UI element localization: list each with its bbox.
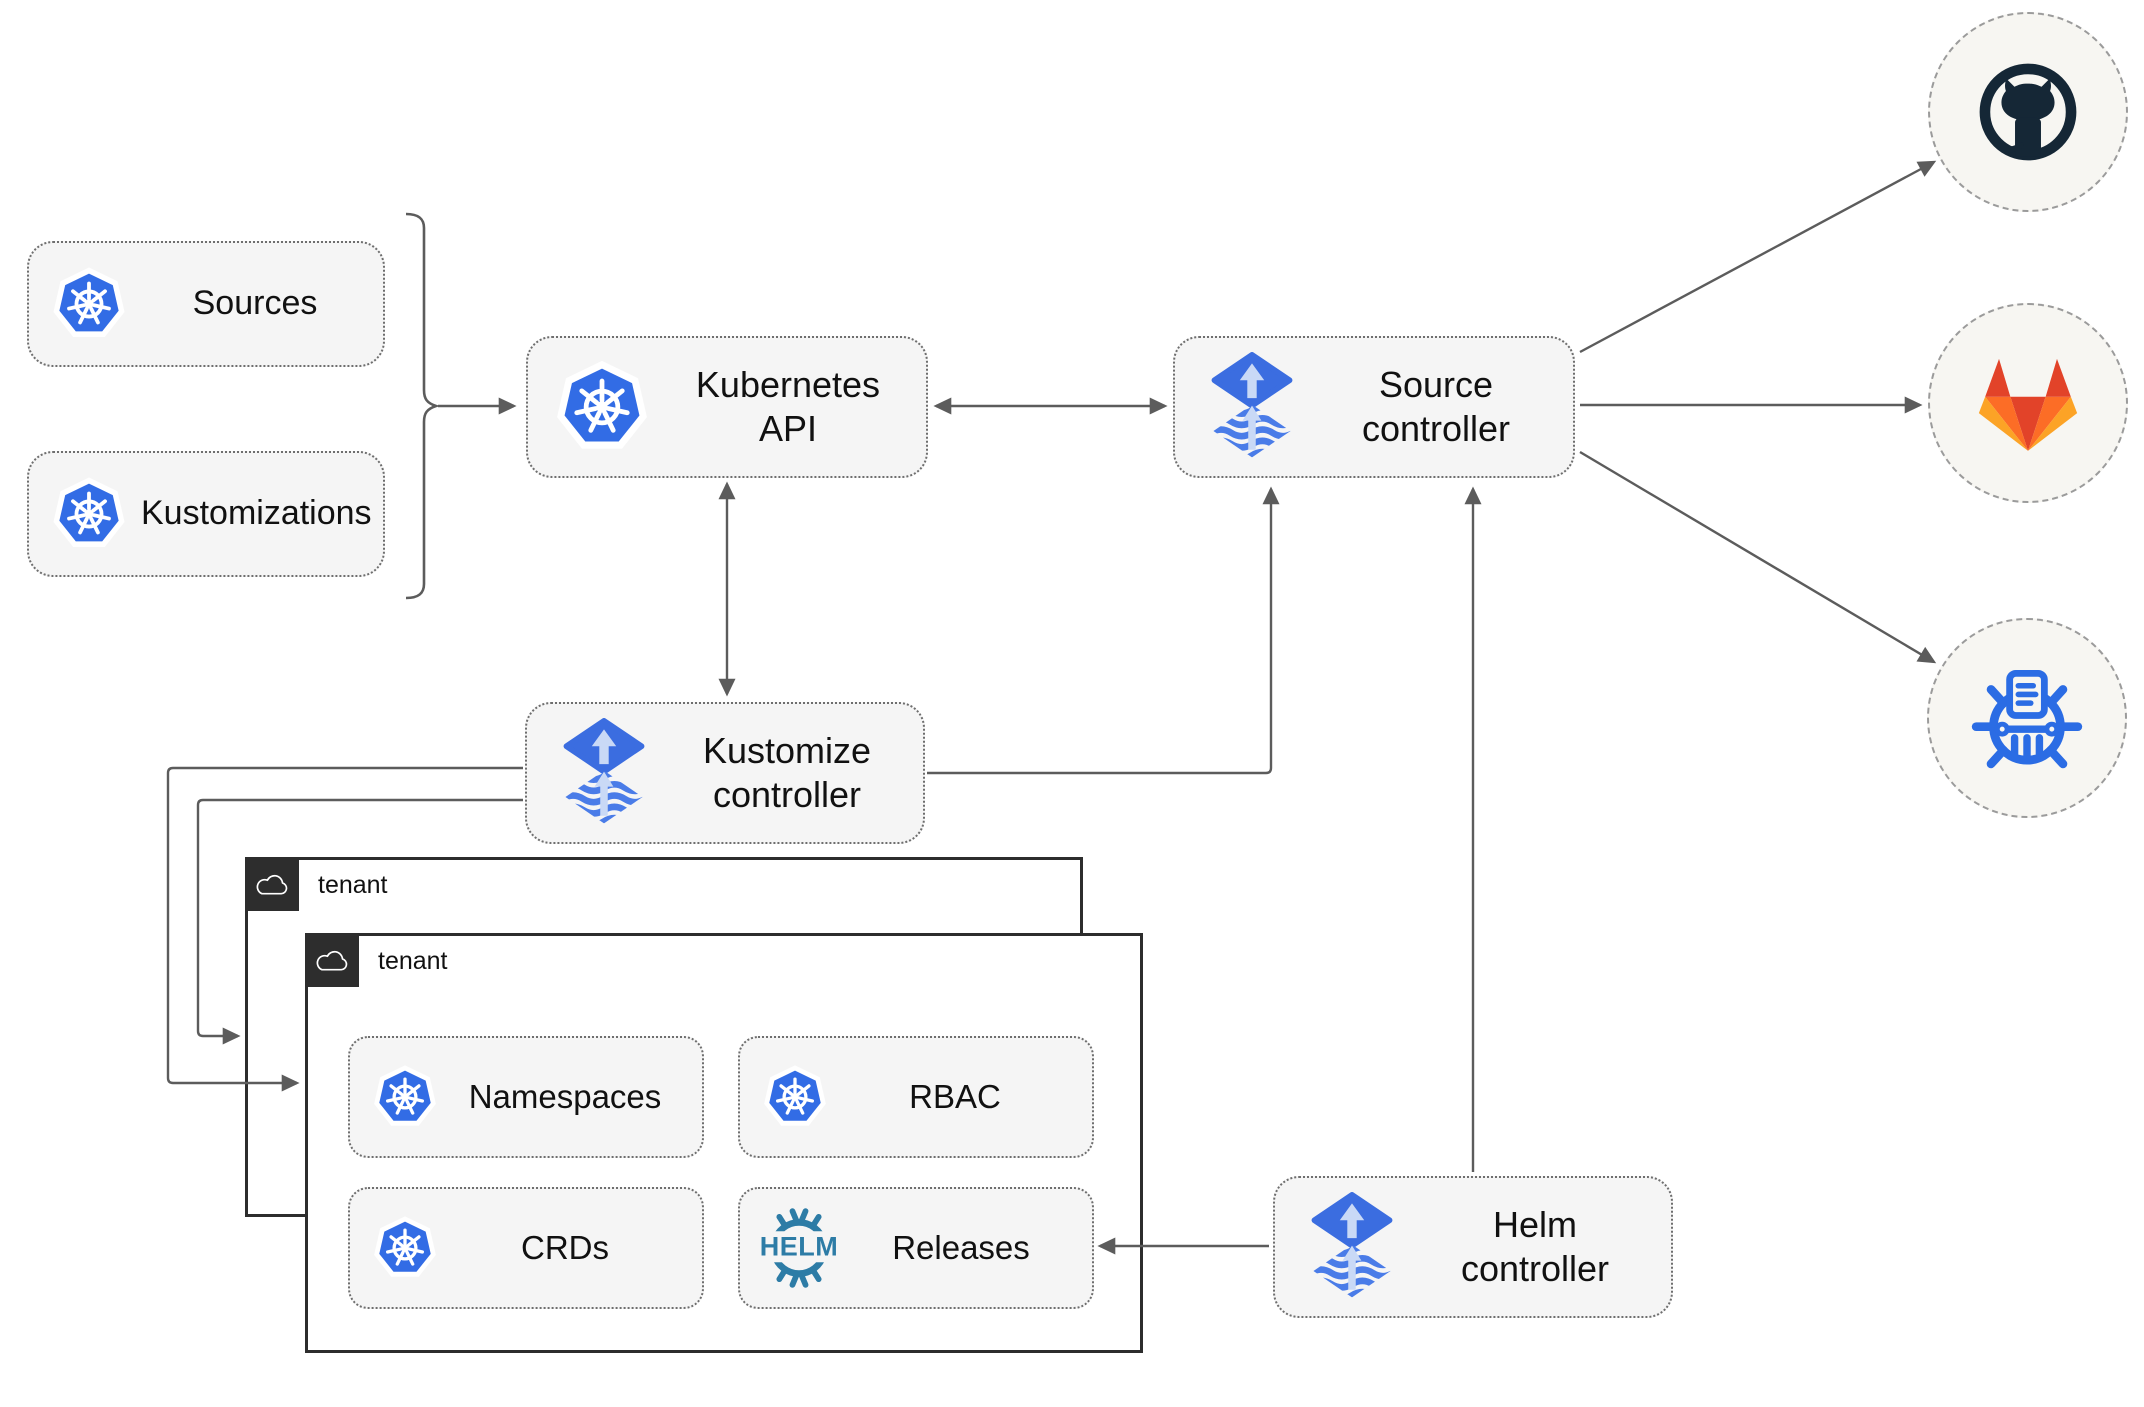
rbac-label: RBAC [909,1078,1001,1115]
sources-node[interactable]: Sources [27,241,385,367]
cloud-icon [305,933,359,987]
kubernetes-icon [372,1215,438,1281]
kubernetes-icon [51,266,127,342]
github-node[interactable] [1928,12,2128,212]
kustomize-controller-node[interactable]: Kustomize controller [525,702,925,844]
releases-node[interactable]: HELM Releases [738,1187,1094,1309]
namespaces-label: Namespaces [468,1078,662,1115]
kubernetes-api-label: Kubernetes API [695,364,881,449]
kubernetes-api-node[interactable]: Kubernetes API [526,336,928,478]
crds-node[interactable]: CRDs [348,1187,704,1309]
arrow-source-github [1579,160,1937,354]
releases-label: Releases [892,1229,1030,1266]
kustomizations-node[interactable]: Kustomizations [27,451,385,577]
cloud-icon [245,857,299,911]
crds-label: CRDs [521,1229,609,1266]
tenant-inner-label: tenant [378,947,448,975]
helm-controller-label: Helm controller [1460,1204,1610,1289]
kubernetes-icon [762,1064,828,1130]
arrow-kustomize-source [927,486,1280,775]
flux-icon [1305,1192,1399,1303]
sources-label: Sources [192,284,318,323]
chartmuseum-icon [1965,656,2089,780]
source-controller-node[interactable]: Source controller [1173,336,1575,478]
tenant-inner-box: tenant Namespaces RBAC CRDs HELM Release… [305,933,1143,1353]
tenant-outer-label: tenant [318,871,388,899]
kubernetes-icon [51,476,127,552]
flux-icon [557,718,651,829]
rbac-node[interactable]: RBAC [738,1036,1094,1158]
github-icon [1969,53,2087,171]
flux-icon [1205,352,1299,463]
gitlab-icon [1965,340,2091,466]
helm-controller-node[interactable]: Helm controller [1273,1176,1673,1318]
helm-wordmark: HELM [758,1231,840,1263]
source-controller-label: Source controller [1361,364,1511,449]
gitlab-node[interactable] [1928,303,2128,503]
kubernetes-icon [372,1064,438,1130]
helm-icon: HELM [758,1205,840,1291]
kustomizations-label: Kustomizations [141,494,372,533]
chartmuseum-node[interactable] [1927,618,2127,818]
namespaces-node[interactable]: Namespaces [348,1036,704,1158]
kubernetes-icon [554,359,650,455]
group-brace [405,212,441,600]
kustomize-controller-label: Kustomize controller [702,730,872,815]
arrow-source-chartmuseum [1579,450,1937,664]
